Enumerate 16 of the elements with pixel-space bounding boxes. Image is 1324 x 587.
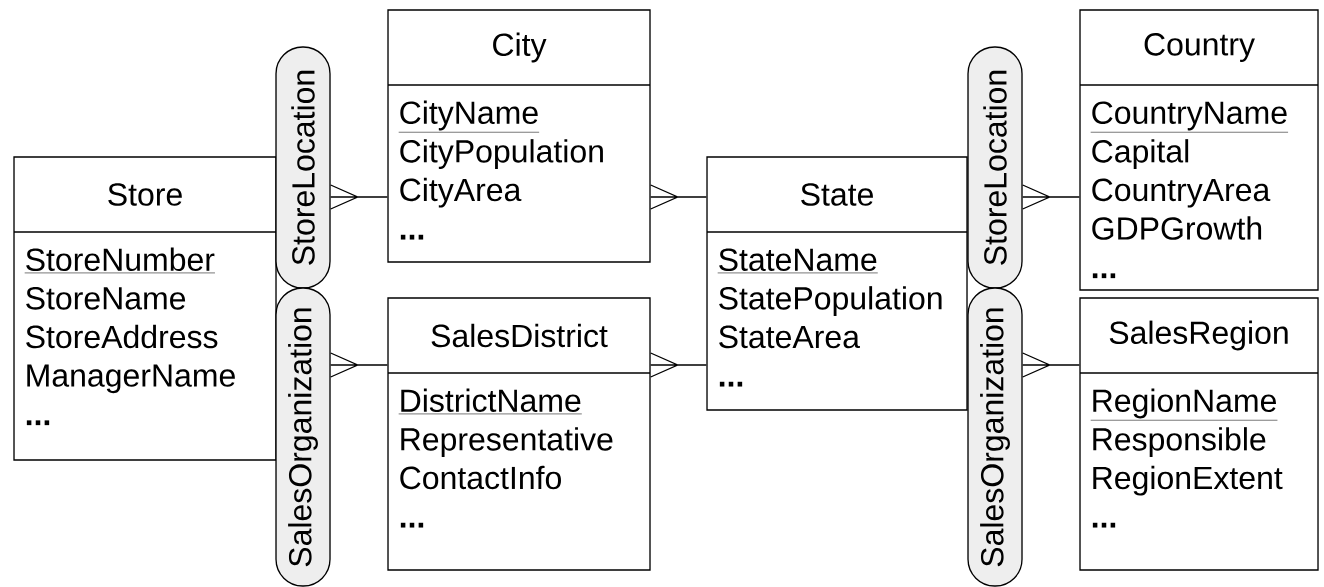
crows-foot-connector: [650, 352, 707, 378]
category-pill: SalesOrganization: [967, 287, 1023, 587]
crows-foot-connector: [330, 352, 388, 378]
entity-box: Store StoreNumber StoreName StoreAddress ManagerName ...: [13, 156, 277, 461]
entity-box: City CityName CityPopulation CityArea ...: [387, 9, 651, 263]
entity-box: Country CountryName Capital CountryArea GDPGrowth ...: [1079, 9, 1319, 291]
crows-foot-connector: [650, 184, 707, 210]
crows-foot-connector: [330, 184, 388, 210]
category-pill: StoreLocation: [275, 46, 331, 289]
category-pill: StoreLocation: [967, 46, 1023, 289]
category-pill: SalesOrganization: [275, 287, 331, 587]
crows-foot-connector: [1022, 184, 1080, 210]
crows-foot-connector: [1022, 352, 1080, 378]
entity-box: SalesRegion RegionName Responsible RegionExtent ...: [1079, 297, 1319, 571]
entity-box: SalesDistrict DistrictName Representative ContactInfo ...: [387, 297, 651, 571]
entity-box: State StateName StatePopulation StateArea ...: [706, 156, 968, 411]
